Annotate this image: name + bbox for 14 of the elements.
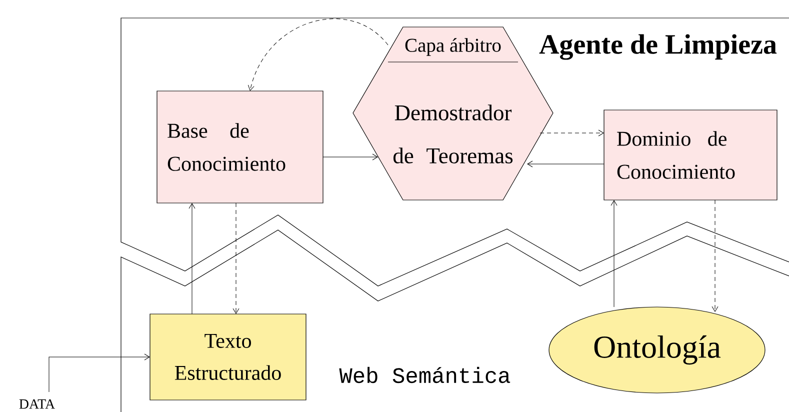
process-box: Base de Conocimiento xyxy=(156,90,324,204)
region-title: Web Semántica xyxy=(339,366,510,384)
arrow xyxy=(48,354,150,392)
arrow xyxy=(527,160,604,168)
arrow xyxy=(188,203,196,314)
input-label: DATA xyxy=(19,399,55,409)
process-box: Dominio de Conocimiento xyxy=(604,110,778,200)
arrow xyxy=(322,154,378,160)
arrow xyxy=(248,18,388,91)
arrow xyxy=(232,202,240,314)
arrow xyxy=(540,130,604,136)
arrow xyxy=(610,200,618,308)
data-box: Texto Estructurado xyxy=(150,314,306,400)
arrow xyxy=(712,200,718,312)
